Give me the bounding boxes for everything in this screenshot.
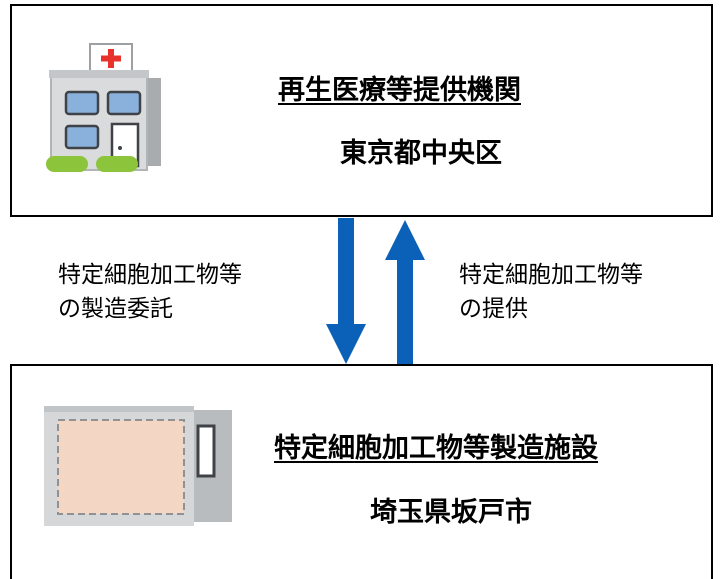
facility-title: 特定細胞加工物等製造施設 — [274, 433, 598, 464]
request-label-line1: 特定細胞加工物等 — [58, 262, 242, 288]
supply-label: 特定細胞加工物等 の提供 — [459, 258, 643, 326]
provider-title: 再生医療等提供機関 — [278, 75, 521, 106]
supply-label-line2: の提供 — [459, 296, 528, 322]
up-arrow-icon — [385, 220, 425, 366]
facility-icon — [42, 402, 242, 536]
provider-location: 東京都中央区 — [340, 138, 502, 169]
facility-box: 特定細胞加工物等製造施設 埼玉県坂戸市 — [10, 364, 713, 579]
down-arrow-icon — [326, 218, 366, 364]
facility-location: 埼玉県坂戸市 — [370, 497, 532, 528]
hospital-icon — [42, 38, 172, 177]
request-label-line2: の製造委託 — [58, 296, 173, 322]
supply-label-line1: 特定細胞加工物等 — [459, 262, 643, 288]
provider-box: 再生医療等提供機関 東京都中央区 — [10, 4, 713, 217]
request-label: 特定細胞加工物等 の製造委託 — [58, 258, 242, 326]
